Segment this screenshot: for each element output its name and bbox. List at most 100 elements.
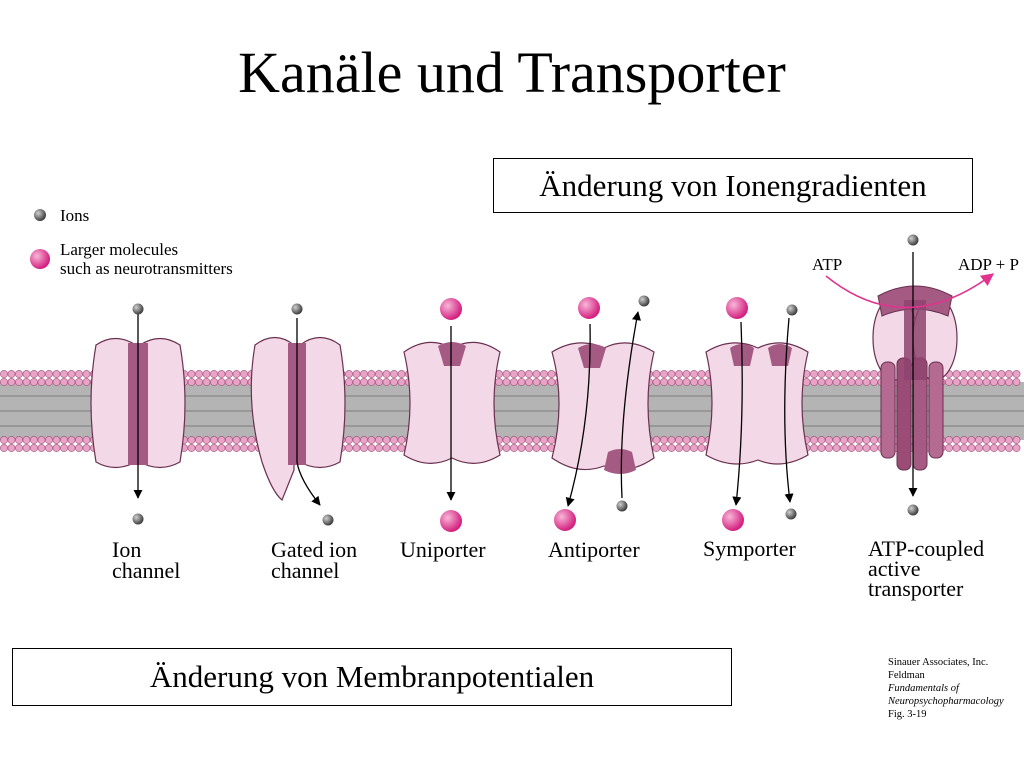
lipid-head [532,436,541,444]
lipid-head [517,444,526,452]
lipid-head [232,436,241,444]
lipid-head [15,444,23,452]
lipid-head [67,436,76,444]
lipid-head [667,444,676,452]
lipid-head [547,370,556,378]
lipid-head [0,436,8,444]
lipid-head [510,370,518,378]
lipid-head [840,436,848,444]
lipid-head [517,436,526,444]
lipid-head [382,444,391,452]
lipid-head [232,378,241,386]
lipid-head [217,444,226,452]
lipid-head [975,436,983,444]
lipid-head [390,436,398,444]
lipid-head [652,444,661,452]
ion-below-channel [132,513,144,525]
lipid-head [982,444,991,452]
lipid-head [870,436,878,444]
lipid-head [367,436,376,444]
lipid-head [540,378,548,386]
lipid-head [825,378,833,386]
lipid-head [690,444,698,452]
ion-below-atp-transporter [907,504,919,516]
lipid-head [352,436,361,444]
lipid-head [945,444,953,452]
lipid-head [870,370,878,378]
lipid-head [60,436,68,444]
atp-label: ATP [812,255,842,274]
lipid-head [187,370,196,378]
lipid-head [975,370,983,378]
lipid-head [75,378,83,386]
lipid-head [675,436,683,444]
lipid-head [67,444,76,452]
ion-channel-protein [90,312,186,499]
lipid-head [382,436,391,444]
lipid-head [75,444,83,452]
molecule-below-uniporter [440,510,462,532]
lipid-head [952,444,961,452]
lipid-head [37,436,46,444]
lipid-head [217,370,226,378]
lipid-head [810,436,818,444]
lipid-head [1012,444,1021,452]
lipid-head [37,444,46,452]
lipid-head [360,436,368,444]
lipid-head [397,378,406,386]
lipid-head [817,444,826,452]
lipid-head [660,444,668,452]
lipid-head [997,436,1006,444]
lipid-head [1005,436,1013,444]
ion-below-gated [322,514,334,526]
lipid-head [690,436,698,444]
lipid-head [202,444,211,452]
lipid-head [502,436,511,444]
lipid-head [67,370,76,378]
lipid-head [232,370,241,378]
lipid-head [0,378,8,386]
lipid-head [525,436,533,444]
lipid-head [525,370,533,378]
lipid-head [510,378,518,386]
lipid-head [532,370,541,378]
lipid-head [532,444,541,452]
uniporter-protein [403,326,501,501]
lipid-head [187,378,196,386]
lipid-head [1005,370,1013,378]
lipid-head [360,444,368,452]
lipid-head [22,436,31,444]
lipid-head [495,378,503,386]
lipid-head [1012,370,1021,378]
atp-transporter-protein [825,252,995,497]
lipid-head [532,378,541,386]
lipid-head [375,370,383,378]
lipid-head [195,436,203,444]
lipid-head [397,436,406,444]
ion-below-symporter [785,508,797,520]
lipid-head [997,370,1006,378]
lipid-head [37,370,46,378]
lipid-head [975,378,983,386]
lipid-head [817,370,826,378]
credit: Sinauer Associates, Inc. Feldman Fundame… [887,657,1004,720]
lipid-head [240,444,248,452]
lipid-head [45,444,53,452]
molecule-above-symporter [726,297,748,319]
lipid-head [825,444,833,452]
lipid-head [187,444,196,452]
lipid-head [367,378,376,386]
lipid-head [30,370,38,378]
lipid-head [652,370,661,378]
lipid-head [60,370,68,378]
lipid-head [240,370,248,378]
lipid-head [352,370,361,378]
lipid-head [660,436,668,444]
lipid-head [810,444,818,452]
lipid-head [345,378,353,386]
lipid-head [45,370,53,378]
lipid-head [195,444,203,452]
lipid-head [667,436,676,444]
lipid-head [195,378,203,386]
lipid-head [682,444,691,452]
